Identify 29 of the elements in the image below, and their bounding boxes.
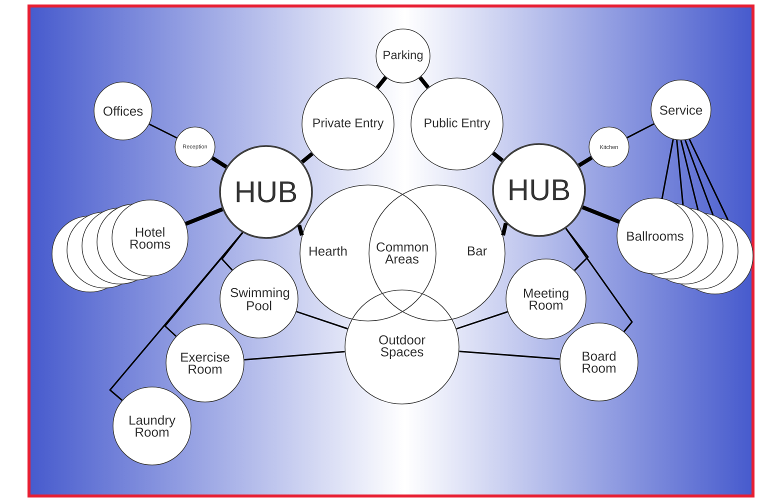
connector-line	[109, 232, 244, 401]
connector-line	[626, 123, 654, 138]
connector-line	[148, 123, 178, 139]
connector-line	[684, 140, 714, 216]
connector-line	[244, 350, 345, 361]
connector-line	[501, 222, 508, 236]
connector-line	[676, 140, 684, 206]
connector-line	[565, 228, 633, 332]
connector-line	[688, 138, 729, 220]
connector-line	[376, 76, 388, 90]
connector-line	[184, 207, 224, 226]
connector-line	[459, 350, 560, 360]
connector-line	[661, 139, 674, 200]
room-stack-drawing: Ballrooms	[616, 198, 754, 294]
connector-line	[492, 152, 504, 162]
connector-line	[418, 76, 430, 89]
connector-line	[297, 224, 304, 236]
connector-line	[565, 228, 589, 271]
connector-line	[582, 205, 620, 224]
room-stack-drawing: Hotel Rooms	[52, 200, 188, 292]
connector-line	[211, 156, 228, 169]
connector-line	[300, 152, 314, 164]
connector-line	[578, 156, 593, 168]
connector-line	[221, 232, 244, 271]
connector-line	[456, 311, 508, 330]
connector-line	[680, 140, 699, 210]
node-label: Hotel Rooms	[130, 227, 170, 249]
connector-line	[296, 310, 348, 330]
overlap-label: Common Areas	[376, 242, 428, 264]
